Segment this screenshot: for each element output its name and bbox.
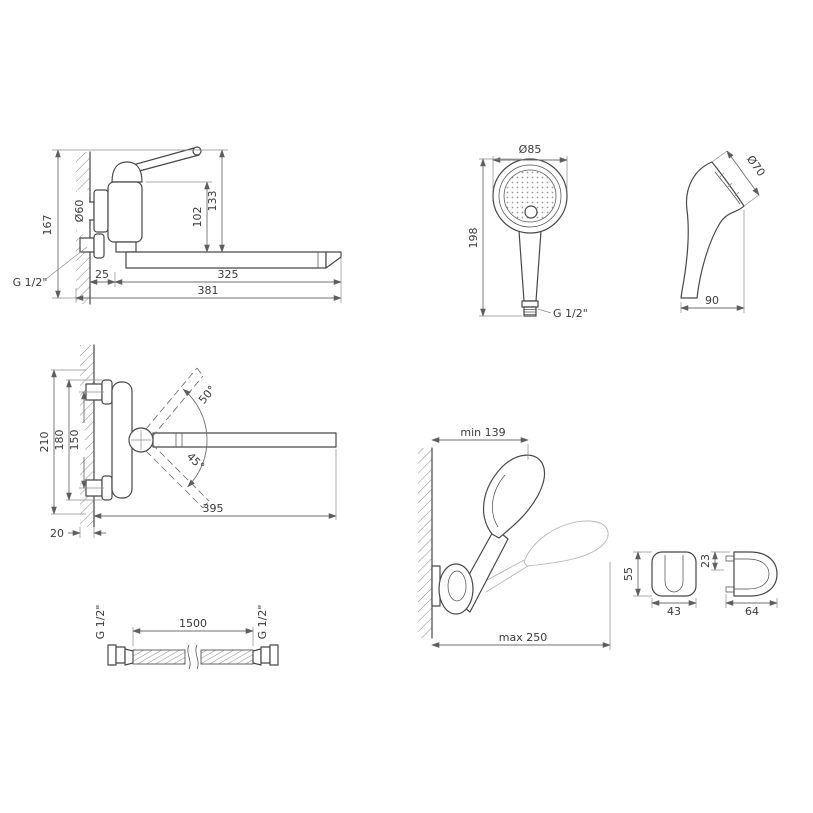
view-faucet-top: 50° 45° 210 180 150 395 20 (38, 344, 337, 540)
dim-spout-reach: 325 (218, 268, 239, 281)
mixer-body (107, 181, 143, 243)
dim-wall-offset: 25 (95, 268, 109, 281)
dim-total-reach: 381 (198, 284, 219, 297)
wall-hatch (418, 448, 432, 638)
dim-bracket-tab-span: 23 (699, 554, 712, 568)
body-dome (111, 161, 143, 183)
dim-handset-depth: 90 (705, 294, 719, 307)
bracket-side-outline (733, 551, 778, 597)
dim-min-offset: min 139 (460, 426, 505, 439)
view-handset-side: Ø70 90 (680, 150, 768, 313)
holder-cup (438, 563, 474, 615)
dim-span-210: 210 (38, 432, 51, 453)
bracket-front-outline (651, 551, 697, 597)
dim-height-overall: 167 (41, 215, 54, 236)
handset-side-outline (680, 161, 745, 299)
handset-thread (523, 306, 537, 317)
label-thread-hose-right: G 1/2" (256, 605, 269, 640)
bracket-mount-tabs (725, 555, 734, 593)
dim-wall-thickness: 20 (50, 527, 64, 540)
dim-span-150: 150 (68, 430, 81, 451)
spout-tube (125, 251, 327, 269)
dim-escutcheon-diameter: Ø60 (73, 200, 86, 223)
view-handset-front: Ø85 198 G 1/2" (467, 143, 588, 320)
dim-handset-length: 198 (467, 228, 480, 249)
escutcheon (93, 189, 109, 233)
dim-max-offset: max 250 (499, 631, 547, 644)
label-thread-inlet: G 1/2" (13, 276, 48, 289)
dim-hose-length: 1500 (179, 617, 207, 630)
bracket-slot (664, 555, 684, 593)
view-holder-assembly: min 139 max 250 (418, 426, 611, 650)
label-thread-handset: G 1/2" (553, 307, 588, 320)
lever-tip (192, 146, 202, 156)
hose-segment-right (200, 649, 254, 665)
spray-face (503, 169, 557, 223)
dim-swivel-down-angle: 45° (184, 450, 207, 473)
dim-bracket-depth: 64 (745, 605, 759, 618)
handset-head-assembly (483, 454, 546, 539)
escutcheon-lower (93, 233, 105, 259)
spray-center-plug (524, 205, 538, 219)
hose-break-symbol (187, 644, 191, 670)
handset-ghost-outline (523, 520, 609, 567)
handset-handle (518, 230, 542, 302)
handset-connector (521, 300, 539, 308)
dim-face-diameter: Ø70 (744, 153, 768, 179)
view-hose: 1500 G 1/2" G 1/2" (94, 605, 279, 670)
body-neck (115, 241, 137, 253)
dim-swivel-up-angle: 50° (196, 383, 218, 406)
view-holder-side: 23 64 (699, 551, 778, 618)
hose-segment-left (132, 649, 186, 665)
dim-spout-to-lever: 133 (206, 191, 219, 212)
dim-bracket-width: 43 (667, 605, 681, 618)
inlet-connector-lower (79, 237, 95, 253)
hose-nut-left (107, 644, 117, 666)
view-faucet-side: 167 Ø60 102 133 25 325 381 G 1/2" (13, 146, 342, 305)
label-thread-hose-left: G 1/2" (94, 605, 107, 640)
dim-head-diameter: Ø85 (519, 143, 542, 156)
dim-span-180: 180 (53, 430, 66, 451)
swivel-spout (152, 432, 337, 448)
dim-bracket-height: 55 (622, 567, 635, 581)
dim-spout-to-body: 102 (191, 207, 204, 228)
dim-spout-length: 395 (203, 502, 224, 515)
view-holder-front: 55 43 (622, 551, 697, 618)
hose-nut-right (269, 644, 279, 666)
spout-tip (325, 251, 342, 269)
bracket-side-inner (734, 558, 770, 590)
